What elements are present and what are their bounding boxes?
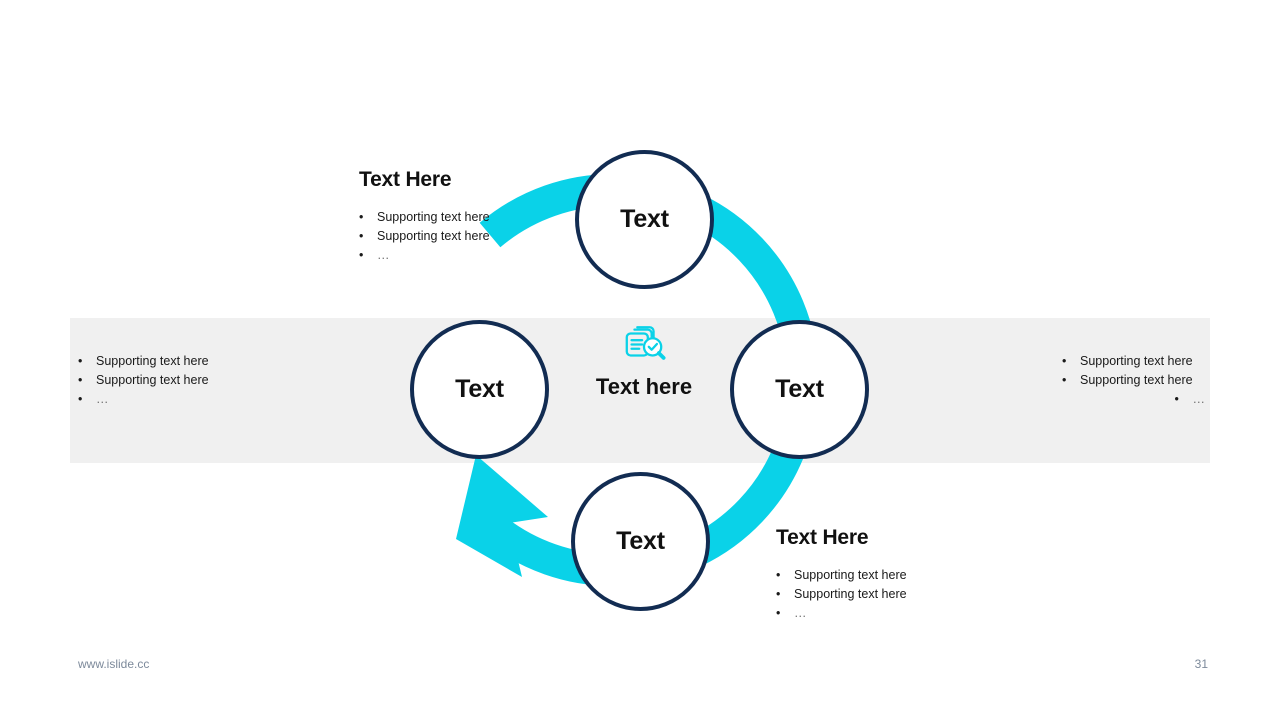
text-block-bottom-right: Text Here • Supporting text here • Suppo…: [776, 526, 996, 623]
text-block-top-left-heading: Text Here: [359, 168, 452, 191]
list-item: • …: [78, 390, 338, 409]
list-item: • Supporting text here: [776, 585, 996, 604]
cycle-node-bottom-label: Text: [616, 527, 665, 555]
list-item: • …: [776, 604, 996, 623]
list-item: • Supporting text here: [78, 352, 338, 371]
bullet-glyph: •: [776, 587, 781, 601]
list-item: • Supporting text here: [1062, 371, 1212, 390]
bullet-glyph: •: [1174, 392, 1179, 406]
bullet-glyph: •: [1062, 354, 1067, 368]
bullet-glyph: •: [78, 392, 83, 406]
list-item: • Supporting text here: [359, 208, 569, 227]
cycle-center-label: Text here: [595, 374, 693, 399]
cycle-arrowhead: [456, 455, 548, 577]
background-band: [70, 318, 1210, 463]
bullet-glyph: •: [359, 248, 364, 262]
text-block-middle-left-list: • Supporting text here • Supporting text…: [78, 352, 338, 409]
list-item-label: Supporting text here: [794, 587, 907, 601]
text-block-middle-right-list: • Supporting text here • Supporting text…: [1062, 352, 1212, 409]
list-item: • Supporting text here: [776, 566, 996, 585]
list-item-label: Supporting text here: [377, 229, 490, 243]
list-item-label: Supporting text here: [1080, 354, 1193, 368]
list-item: • …: [359, 246, 569, 265]
cycle-node-top[interactable]: Text: [575, 150, 714, 289]
list-item: • …: [1062, 390, 1212, 409]
text-block-bottom-right-heading: Text Here: [776, 526, 869, 549]
text-block-top-left: Text Here • Supporting text here • Suppo…: [359, 168, 569, 265]
list-item-label: Supporting text here: [96, 373, 209, 387]
bullet-glyph: •: [776, 568, 781, 582]
cycle-node-bottom[interactable]: Text: [571, 472, 710, 611]
bullet-glyph: •: [776, 606, 781, 620]
list-item: • Supporting text here: [1062, 352, 1212, 371]
text-block-top-left-list: • Supporting text here • Supporting text…: [359, 208, 569, 265]
list-item-label: Supporting text here: [794, 568, 907, 582]
cycle-node-left[interactable]: Text: [410, 320, 549, 459]
list-item-label: Supporting text here: [96, 354, 209, 368]
list-item-label: …: [377, 248, 391, 262]
text-block-bottom-right-list: • Supporting text here • Supporting text…: [776, 566, 996, 623]
list-item-label: …: [1192, 392, 1206, 406]
cycle-node-left-label: Text: [455, 375, 504, 403]
bullet-glyph: •: [1062, 373, 1067, 387]
footer-page-number: 31: [1194, 657, 1208, 671]
bullet-glyph: •: [359, 210, 364, 224]
footer-url[interactable]: www.islide.cc: [78, 657, 150, 671]
document-check-magnifier-icon: [625, 326, 666, 360]
text-block-middle-left: • Supporting text here • Supporting text…: [78, 352, 338, 409]
cycle-center-hub: Text here: [544, 322, 744, 422]
cycle-node-right[interactable]: Text: [730, 320, 869, 459]
list-item: • Supporting text here: [78, 371, 338, 390]
bullet-glyph: •: [78, 373, 83, 387]
bullet-glyph: •: [78, 354, 83, 368]
bullet-glyph: •: [359, 229, 364, 243]
list-item-label: …: [96, 392, 110, 406]
text-block-middle-right: • Supporting text here • Supporting text…: [1062, 352, 1212, 409]
list-item: • Supporting text here: [359, 227, 569, 246]
cycle-node-top-label: Text: [620, 205, 669, 233]
list-item-label: Supporting text here: [377, 210, 490, 224]
list-item-label: Supporting text here: [1080, 373, 1193, 387]
cycle-node-right-label: Text: [775, 375, 824, 403]
list-item-label: …: [794, 606, 808, 620]
